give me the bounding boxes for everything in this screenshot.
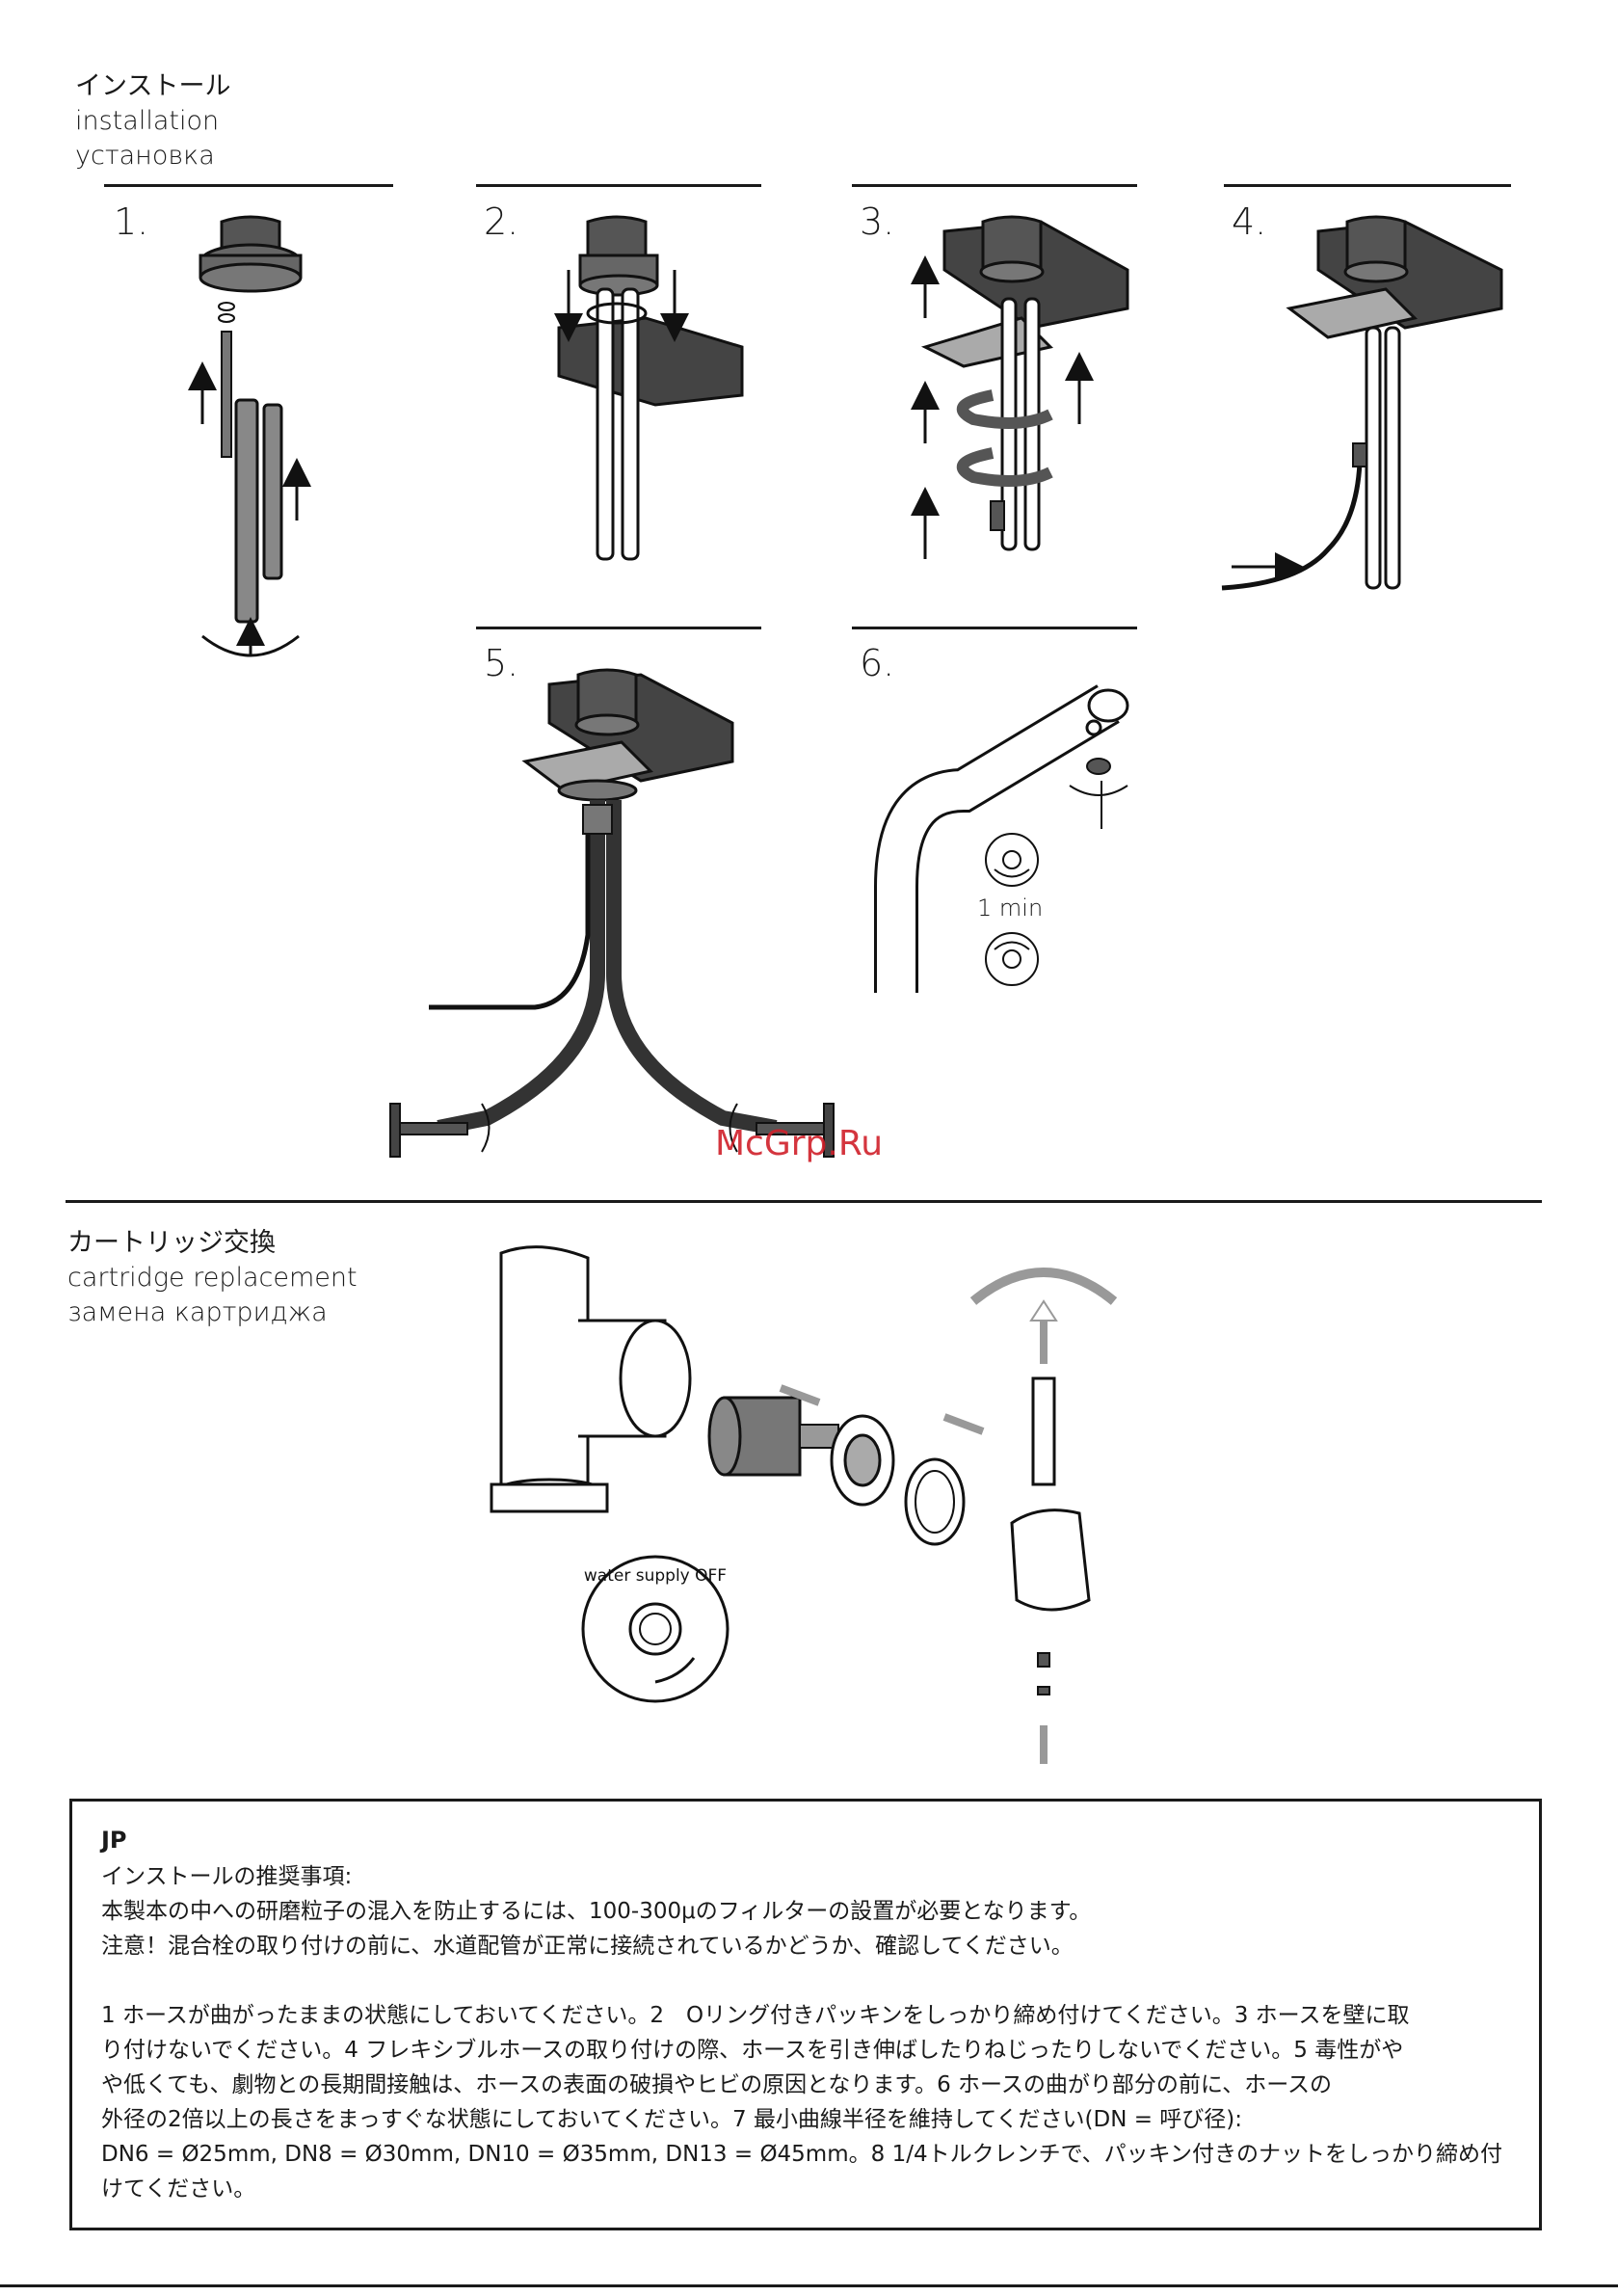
notes-box: JP インストールの推奨事項: 本製本の中への研磨粒子の混入を防止するには、10… (69, 1799, 1542, 2230)
step-6-time-label: 1 min (977, 894, 1044, 921)
step-1-number: 1. (114, 200, 149, 243)
bottom-rule (0, 2284, 1618, 2287)
notes-para-4: 外径の2倍以上の長さをまっすぐな状態にしておいてください。7 最小曲線半径を維持… (101, 2107, 1243, 2132)
notes-para-5: DN6 = Ø25mm, DN8 = Ø30mm, DN10 = Ø35mm, … (101, 2142, 1502, 2167)
cartridge-heading: カートリッジ交換 cartridge replacement замена ка… (67, 1226, 358, 1330)
installation-heading: インストール installation установка (75, 69, 230, 174)
notes-line-3: 注意！混合栓の取り付けの前に、水道配管が正常に接続されているかどうか、確認してく… (101, 1934, 1074, 1959)
step-5-rule (476, 627, 761, 629)
watermark: McGrp.Ru (715, 1124, 884, 1163)
cartridge-title-en: cartridge replacement (67, 1263, 358, 1293)
notes-language: JP (101, 1827, 127, 1854)
step-4-illustration (1221, 215, 1503, 591)
step-4-number: 4. (1232, 200, 1267, 243)
step-6-number: 6. (860, 642, 895, 684)
step-4-rule (1224, 184, 1511, 187)
cartridge-dial-label: water supply OFF (584, 1566, 727, 1586)
step-3-illustration (911, 215, 1129, 559)
notes-line-2: 本製本の中への研磨粒子の混入を防止するには、100-300μのフィルターの設置が… (101, 1899, 1092, 1924)
step-3-rule (852, 184, 1137, 187)
cartridge-title-ru: замена картриджа (67, 1297, 328, 1327)
step-6-dial-off-icon (985, 833, 1039, 887)
section-divider (66, 1200, 1542, 1203)
step-2-rule (476, 184, 761, 187)
step-1-illustration (188, 215, 311, 657)
installation-title-en: installation (75, 106, 220, 136)
step-5-number: 5. (484, 642, 519, 684)
notes-para-6: けてください。 (101, 2176, 256, 2202)
notes-para-2: り付けないでください。4 フレキシブルホースの取り付けの際、ホースを引き伸ばした… (101, 2038, 1404, 2063)
step-3-number: 3. (860, 200, 895, 243)
step-6-rule (852, 627, 1137, 629)
step-1-rule (104, 184, 393, 187)
step-2-number: 2. (484, 200, 519, 243)
step-6-dial-on-icon (985, 932, 1039, 986)
notes-line-1: インストールの推奨事項: (101, 1864, 353, 1889)
notes-para-1: 1 ホースが曲がったままの状態にしておいてください。2 Oリング付きパッキンをし… (101, 2003, 1410, 2028)
installation-title-jp: インストール (75, 71, 231, 101)
notes-para-3: や低くても、劇物との長期間接触は、ホースの表面の破損やヒビの原因となります。6 … (101, 2072, 1333, 2097)
cartridge-title-jp: カートリッジ交換 (67, 1228, 276, 1258)
cartridge-water-supply-dial-icon: water supply OFF (581, 1555, 729, 1703)
step-6-illustration (874, 684, 1129, 993)
step-5-illustration (389, 668, 835, 1158)
cartridge-illustration (490, 1245, 1118, 1764)
step-2-illustration (554, 215, 744, 561)
installation-title-ru: установка (75, 141, 215, 171)
